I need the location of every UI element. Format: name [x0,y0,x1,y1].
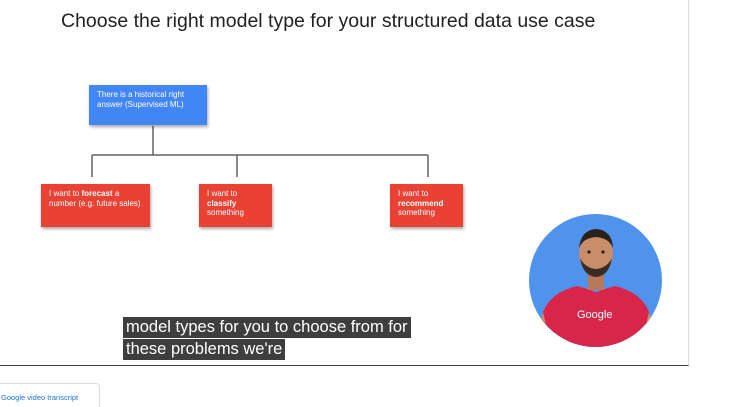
root-node-text: There is a historical right answer (Supe… [97,90,185,109]
leaf-prefix: I want to [49,189,82,198]
presenter-avatar: Google [529,214,662,347]
leaf-node-recommend: I want to recommend something [390,184,463,227]
video-player[interactable]: Choose the right model type for your str… [0,0,689,366]
caption-overlay: model types for you to choose from for t… [123,317,411,361]
shirt-logo: Google [577,309,613,321]
leaf-node-forecast: I want to forecast a number (e.g. future… [41,184,150,227]
leaf-emphasis: forecast [81,189,113,198]
leaf-suffix: something [398,208,435,217]
caption-line-2: these problems we're [123,339,286,360]
slide-title: Choose the right model type for your str… [61,10,596,32]
leaf-emphasis: classify [207,198,237,208]
root-node-supervised-ml: There is a historical right answer (Supe… [89,85,207,125]
leaf-suffix: a number (e.g. future sales) [49,189,141,208]
leaf-prefix: I want to [207,189,238,198]
leaf-suffix: something [207,208,244,217]
leaf-node-classify: I want to classify something [199,184,272,227]
leaf-emphasis: recommend [398,198,444,208]
tree-connectors [91,126,429,177]
presenter-illustration [535,229,657,347]
caption-line-1: model types for you to choose from for [123,317,411,338]
leaf-prefix: I want to [398,189,429,198]
transcript-button[interactable]: Google video transcript [0,383,100,407]
